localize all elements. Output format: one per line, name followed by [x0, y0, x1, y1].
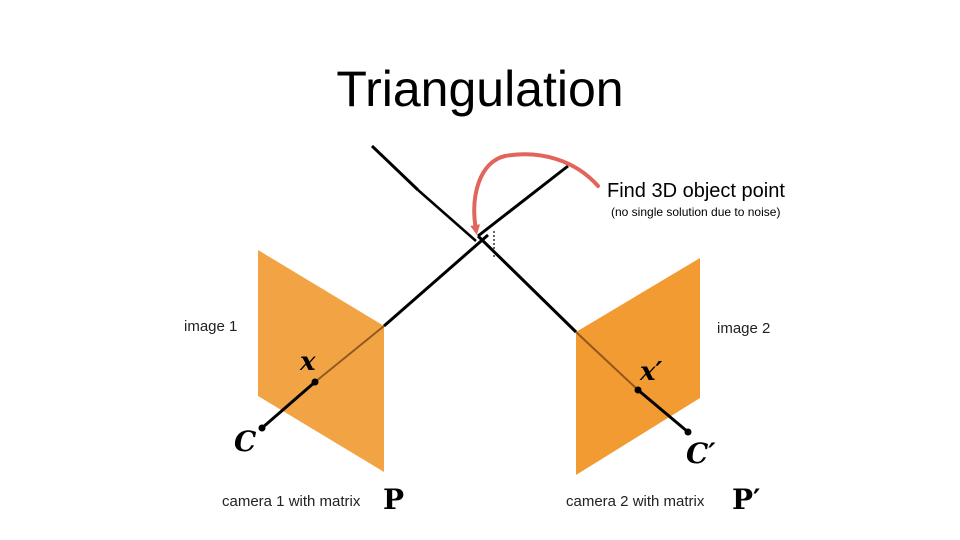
ray-1-mid	[417, 189, 477, 242]
curved-arrow-icon	[470, 152, 600, 235]
ray-2-lower	[476, 234, 578, 334]
annotation-main: Find 3D object point	[607, 180, 785, 202]
center-c-prime-label: C′	[686, 437, 716, 470]
ray-2-upper	[477, 164, 569, 238]
point-x-prime-label: x′	[639, 357, 663, 387]
camera-1-caption: camera 1 with matrix	[222, 493, 361, 510]
image-2-label: image 2	[717, 320, 770, 337]
image-plane-1	[258, 250, 384, 472]
camera-center-c-prime	[684, 428, 692, 436]
center-c-label: C	[234, 425, 257, 458]
ray-1-lower	[383, 233, 489, 328]
image-1-label: image 1	[184, 318, 237, 335]
ray-1-through-plane	[314, 325, 385, 383]
matrix-p-label: P	[383, 483, 404, 516]
ray-1-upper	[370, 144, 420, 192]
image-point-x-prime	[634, 386, 642, 394]
camera-center-c	[258, 424, 266, 432]
image-point-x	[311, 378, 319, 386]
camera-2-caption: camera 2 with matrix	[566, 493, 705, 510]
ray-2-through-plane	[575, 331, 639, 391]
slide-title: Triangulation	[336, 61, 623, 117]
ray-1-to-center	[261, 380, 316, 430]
ray-2-to-center	[637, 388, 689, 434]
image-plane-2	[576, 258, 700, 475]
matrix-p-prime-label: P′	[732, 483, 760, 516]
point-x-label: x	[299, 347, 316, 377]
annotation-sub: (no single solution due to noise)	[611, 205, 780, 219]
